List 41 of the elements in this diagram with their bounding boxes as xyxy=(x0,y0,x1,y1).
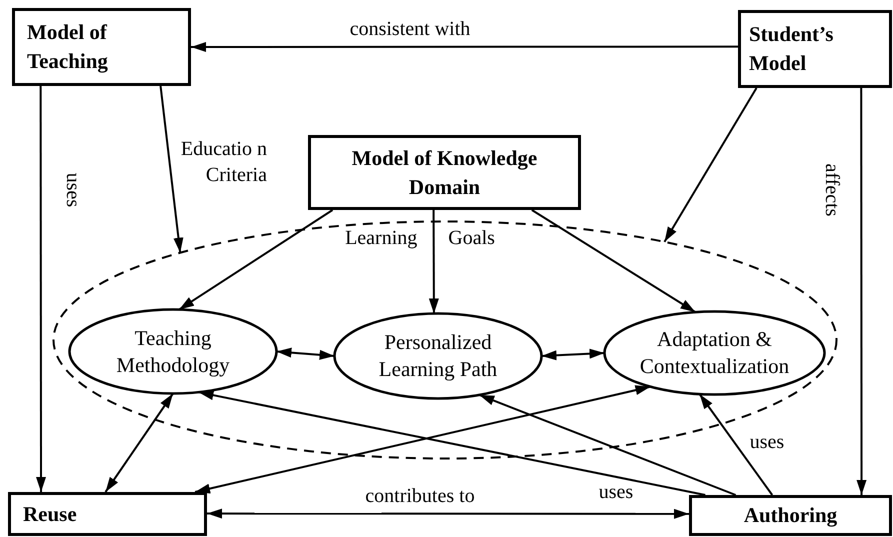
arrow xyxy=(478,394,736,496)
node-label: Personalized Learning Path xyxy=(378,329,498,383)
process-box xyxy=(12,8,191,86)
arrow xyxy=(178,209,334,310)
arrow xyxy=(198,390,706,496)
node-label: Model of Knowledge Domain xyxy=(350,144,538,200)
arrow xyxy=(207,508,689,519)
node-label: Student’s Model xyxy=(749,21,834,77)
edge-label: Educatio n Criteria xyxy=(180,137,267,188)
edge-label: uses xyxy=(748,430,786,455)
arrow xyxy=(160,86,184,253)
edge-label: contributes to xyxy=(364,484,476,509)
node-label: Teaching Methodology xyxy=(115,324,231,378)
ellipse-node xyxy=(68,308,278,395)
ellipse-node xyxy=(603,310,826,396)
arrow xyxy=(194,385,651,494)
arrow xyxy=(191,42,738,52)
ellipse-node xyxy=(333,312,543,400)
node-label: Model of Teaching xyxy=(27,19,109,75)
arrow xyxy=(664,87,758,242)
node-label: Authoring xyxy=(744,502,838,529)
dashed-ellipse xyxy=(52,220,838,460)
arrow xyxy=(428,210,439,314)
edge-label: uses xyxy=(598,480,634,505)
process-box xyxy=(738,10,892,88)
arrow xyxy=(276,348,335,360)
arrow xyxy=(856,88,867,495)
edge-label: consistent with xyxy=(348,17,472,42)
arrow xyxy=(541,348,605,360)
process-box xyxy=(308,135,581,210)
edge-label: affects xyxy=(820,162,844,218)
node-label: Reuse xyxy=(23,500,77,528)
arrow xyxy=(36,86,46,492)
edge-label: uses xyxy=(61,172,85,210)
arrow xyxy=(531,209,696,313)
node-label: Adaptation & Contextualization xyxy=(638,326,790,380)
process-box xyxy=(689,495,892,536)
arrow xyxy=(104,392,174,493)
process-box xyxy=(8,492,207,536)
arrow xyxy=(698,394,774,496)
edge-label: Learning Goals xyxy=(344,226,496,251)
